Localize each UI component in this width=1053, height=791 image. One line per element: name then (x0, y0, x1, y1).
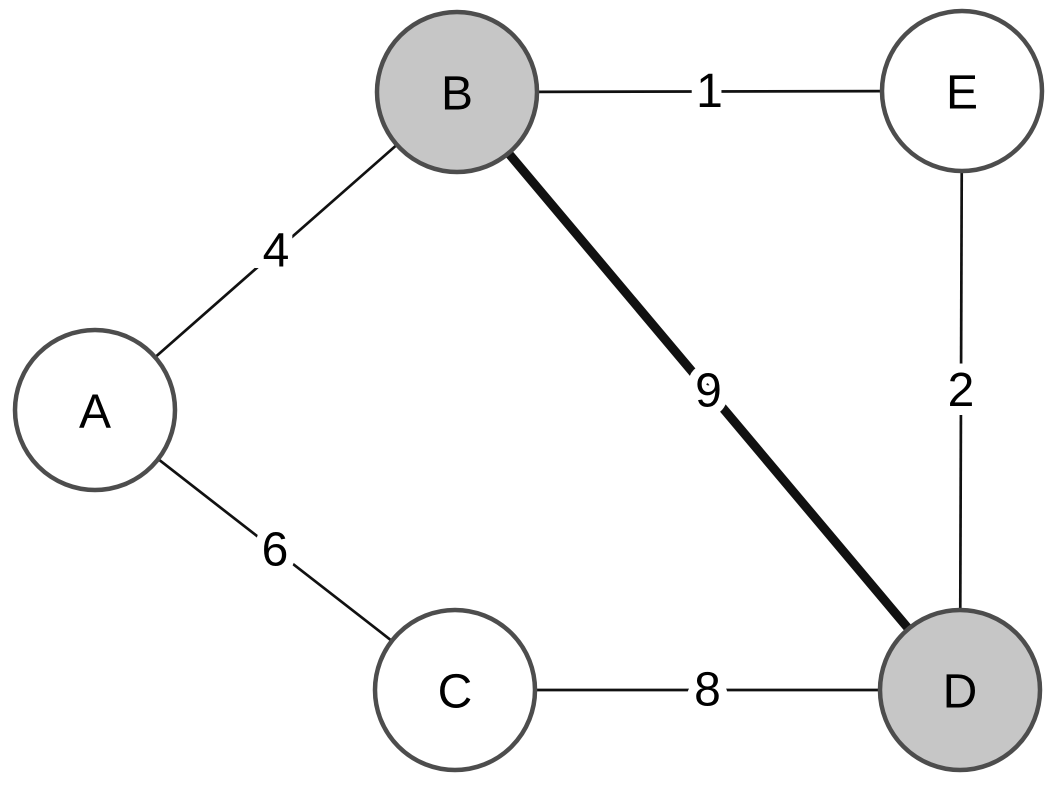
node-label-D: D (943, 666, 978, 719)
edge-weight-A-B: 4 (263, 225, 290, 278)
edge-weight-A-C: 6 (262, 524, 289, 577)
edge-weight-B-E: 1 (696, 65, 723, 118)
node-E (879, 8, 1045, 174)
edge-A-B (154, 143, 398, 359)
node-B (374, 9, 540, 175)
node-label-A: A (79, 386, 111, 439)
edge-weight-C-D: 8 (694, 664, 721, 717)
edge-layer (154, 89, 964, 692)
edge-A-C (157, 458, 393, 642)
node-A (12, 327, 178, 493)
edge-E-D (958, 170, 964, 611)
node-C (372, 607, 538, 773)
edge-B-E (536, 89, 883, 94)
edge-weight-B-D: 9 (695, 365, 722, 418)
node-layer: A B C D E (12, 8, 1045, 773)
node-label-E: E (946, 67, 978, 120)
node-label-B: B (441, 68, 473, 121)
edge-weight-E-D: 2 (948, 364, 975, 417)
edge-B-D-bold (505, 150, 912, 632)
node-label-C: C (438, 666, 473, 719)
node-D (877, 607, 1043, 773)
edge-label-layer: 4 6 1 9 2 8 (253, 56, 984, 726)
